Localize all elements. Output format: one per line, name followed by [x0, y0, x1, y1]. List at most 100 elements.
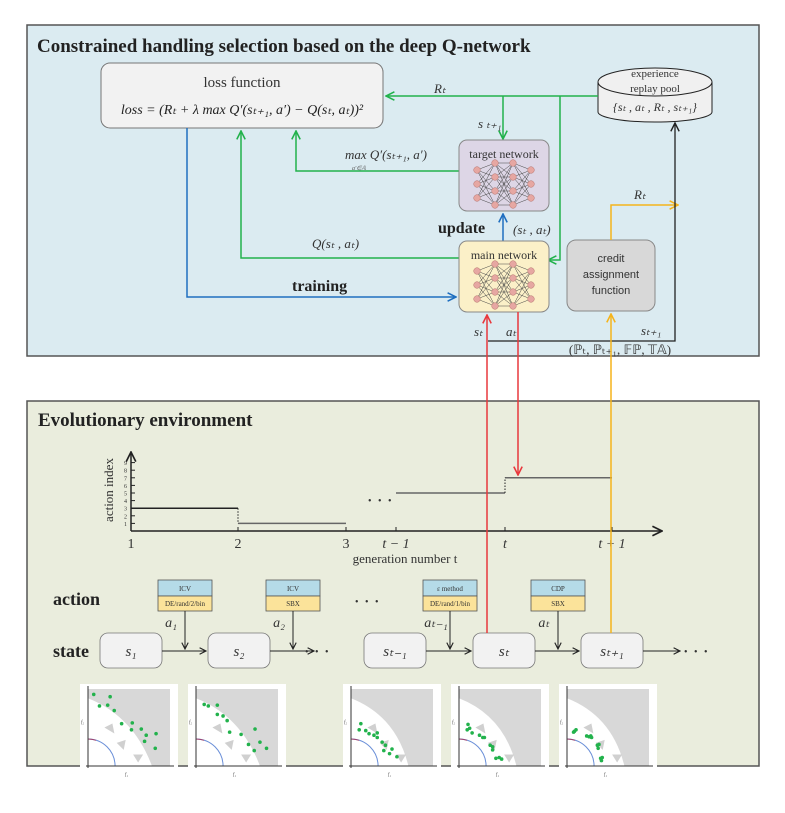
- state-row-label: state: [53, 641, 89, 661]
- neural-network-icon: [473, 159, 535, 209]
- target-network-label: target network: [469, 147, 538, 161]
- network-node: [473, 267, 481, 275]
- network-node: [509, 173, 517, 181]
- y-tick-label: 2: [124, 514, 127, 520]
- cross-panel-arrows: [487, 312, 611, 633]
- solution-point: [499, 757, 504, 761]
- state-node: sₜ: [472, 632, 536, 669]
- action-symbol: a₂: [273, 616, 285, 631]
- action-symbol: a₁: [165, 616, 177, 631]
- network-node: [509, 274, 517, 282]
- update-label: update: [438, 220, 485, 237]
- network-node: [527, 166, 535, 174]
- network-node: [509, 201, 517, 209]
- y-tick-label: 8: [124, 469, 127, 475]
- bottom-panel-title: Evolutionary environment: [38, 410, 253, 431]
- solution-point: [382, 748, 386, 753]
- x-tick-label: t − 1: [382, 537, 409, 552]
- network-node: [473, 281, 481, 289]
- solution-point: [97, 704, 102, 708]
- solution-point: [142, 739, 147, 744]
- plot-x-label: f₁: [388, 773, 391, 778]
- solution-point: [139, 727, 144, 731]
- solution-point: [380, 740, 384, 744]
- target-network: target network: [458, 139, 550, 212]
- state-node: sₜ₋₁: [363, 632, 427, 669]
- plot-y-label: f₂: [189, 721, 192, 726]
- plot-y-label: f₂: [81, 721, 84, 726]
- solution-point: [112, 708, 117, 713]
- y-tick-label: 1: [124, 522, 127, 528]
- network-node: [527, 180, 535, 188]
- credit-line1: credit: [598, 253, 625, 265]
- action-handler-label: ICV: [179, 585, 191, 593]
- next-state-label: s ₜ₊₁: [478, 116, 502, 131]
- q-value-label: Q(sₜ , aₜ): [312, 236, 359, 251]
- solution-point: [153, 746, 158, 751]
- network-node: [491, 260, 499, 268]
- solution-point: [597, 742, 601, 747]
- network-node: [491, 302, 499, 310]
- solution-point: [395, 754, 399, 759]
- solution-point: [589, 735, 594, 740]
- solution-point: [221, 714, 225, 718]
- action-handler-label: ICV: [287, 585, 299, 593]
- solution-point: [225, 718, 229, 723]
- y-tick-label: 4: [124, 499, 127, 505]
- network-node: [509, 159, 517, 167]
- solution-point: [252, 748, 257, 753]
- x-tick-label: t + 1: [598, 537, 625, 552]
- solution-point: [215, 703, 220, 707]
- network-node: [491, 159, 499, 167]
- network-node: [473, 295, 481, 303]
- solution-point: [129, 728, 134, 732]
- bottom-panel: Evolutionary environment action index 12…: [26, 400, 760, 779]
- y-tick-label: 7: [124, 476, 127, 482]
- solution-point: [494, 756, 498, 761]
- plot-x-label: f₁: [604, 773, 607, 778]
- y-tick-label: 9: [124, 461, 127, 467]
- solution-point: [375, 735, 380, 740]
- action-operator-label: DE/rand/2/bin: [165, 600, 206, 608]
- solution-point: [130, 721, 135, 725]
- plot-x-label: f₁: [496, 773, 499, 778]
- state-node: s₂: [207, 632, 271, 669]
- solution-point: [383, 743, 388, 748]
- solution-point: [154, 731, 158, 736]
- solution-point: [105, 703, 110, 707]
- action-symbol: aₜ₋₁: [424, 616, 447, 631]
- network-node: [473, 166, 481, 174]
- x-axis-label: generation number t: [353, 551, 458, 566]
- st-label: sₜ: [474, 324, 484, 339]
- y-tick-label: 3: [124, 507, 127, 513]
- x-tick-label: 1: [128, 537, 135, 552]
- solution-point: [372, 733, 376, 737]
- solution-point: [482, 735, 487, 740]
- network-node: [491, 201, 499, 209]
- max-q-subscript: a′∈𝔸: [352, 165, 367, 172]
- y-tick-label: 5: [124, 492, 127, 498]
- solution-point: [596, 746, 600, 751]
- network-node: [509, 260, 517, 268]
- state-node: sₜ₊₁: [580, 632, 644, 669]
- network-node: [509, 302, 517, 310]
- solution-point: [202, 702, 206, 707]
- solution-point: [375, 731, 380, 735]
- action-handler-label: ε method: [437, 585, 463, 593]
- solution-point: [264, 746, 269, 751]
- green-flow-lines: [241, 96, 598, 260]
- reward-to-pool-line: [610, 205, 678, 240]
- solution-point: [477, 733, 482, 737]
- network-node: [527, 281, 535, 289]
- replay-pool-tuple: {sₜ , aₜ , Rₜ , sₜ₊₁}: [613, 100, 697, 114]
- credit-line2: assignment: [583, 269, 639, 281]
- transition-to-pool-line: [488, 123, 675, 342]
- reward-label-credit: Rₜ: [633, 187, 647, 202]
